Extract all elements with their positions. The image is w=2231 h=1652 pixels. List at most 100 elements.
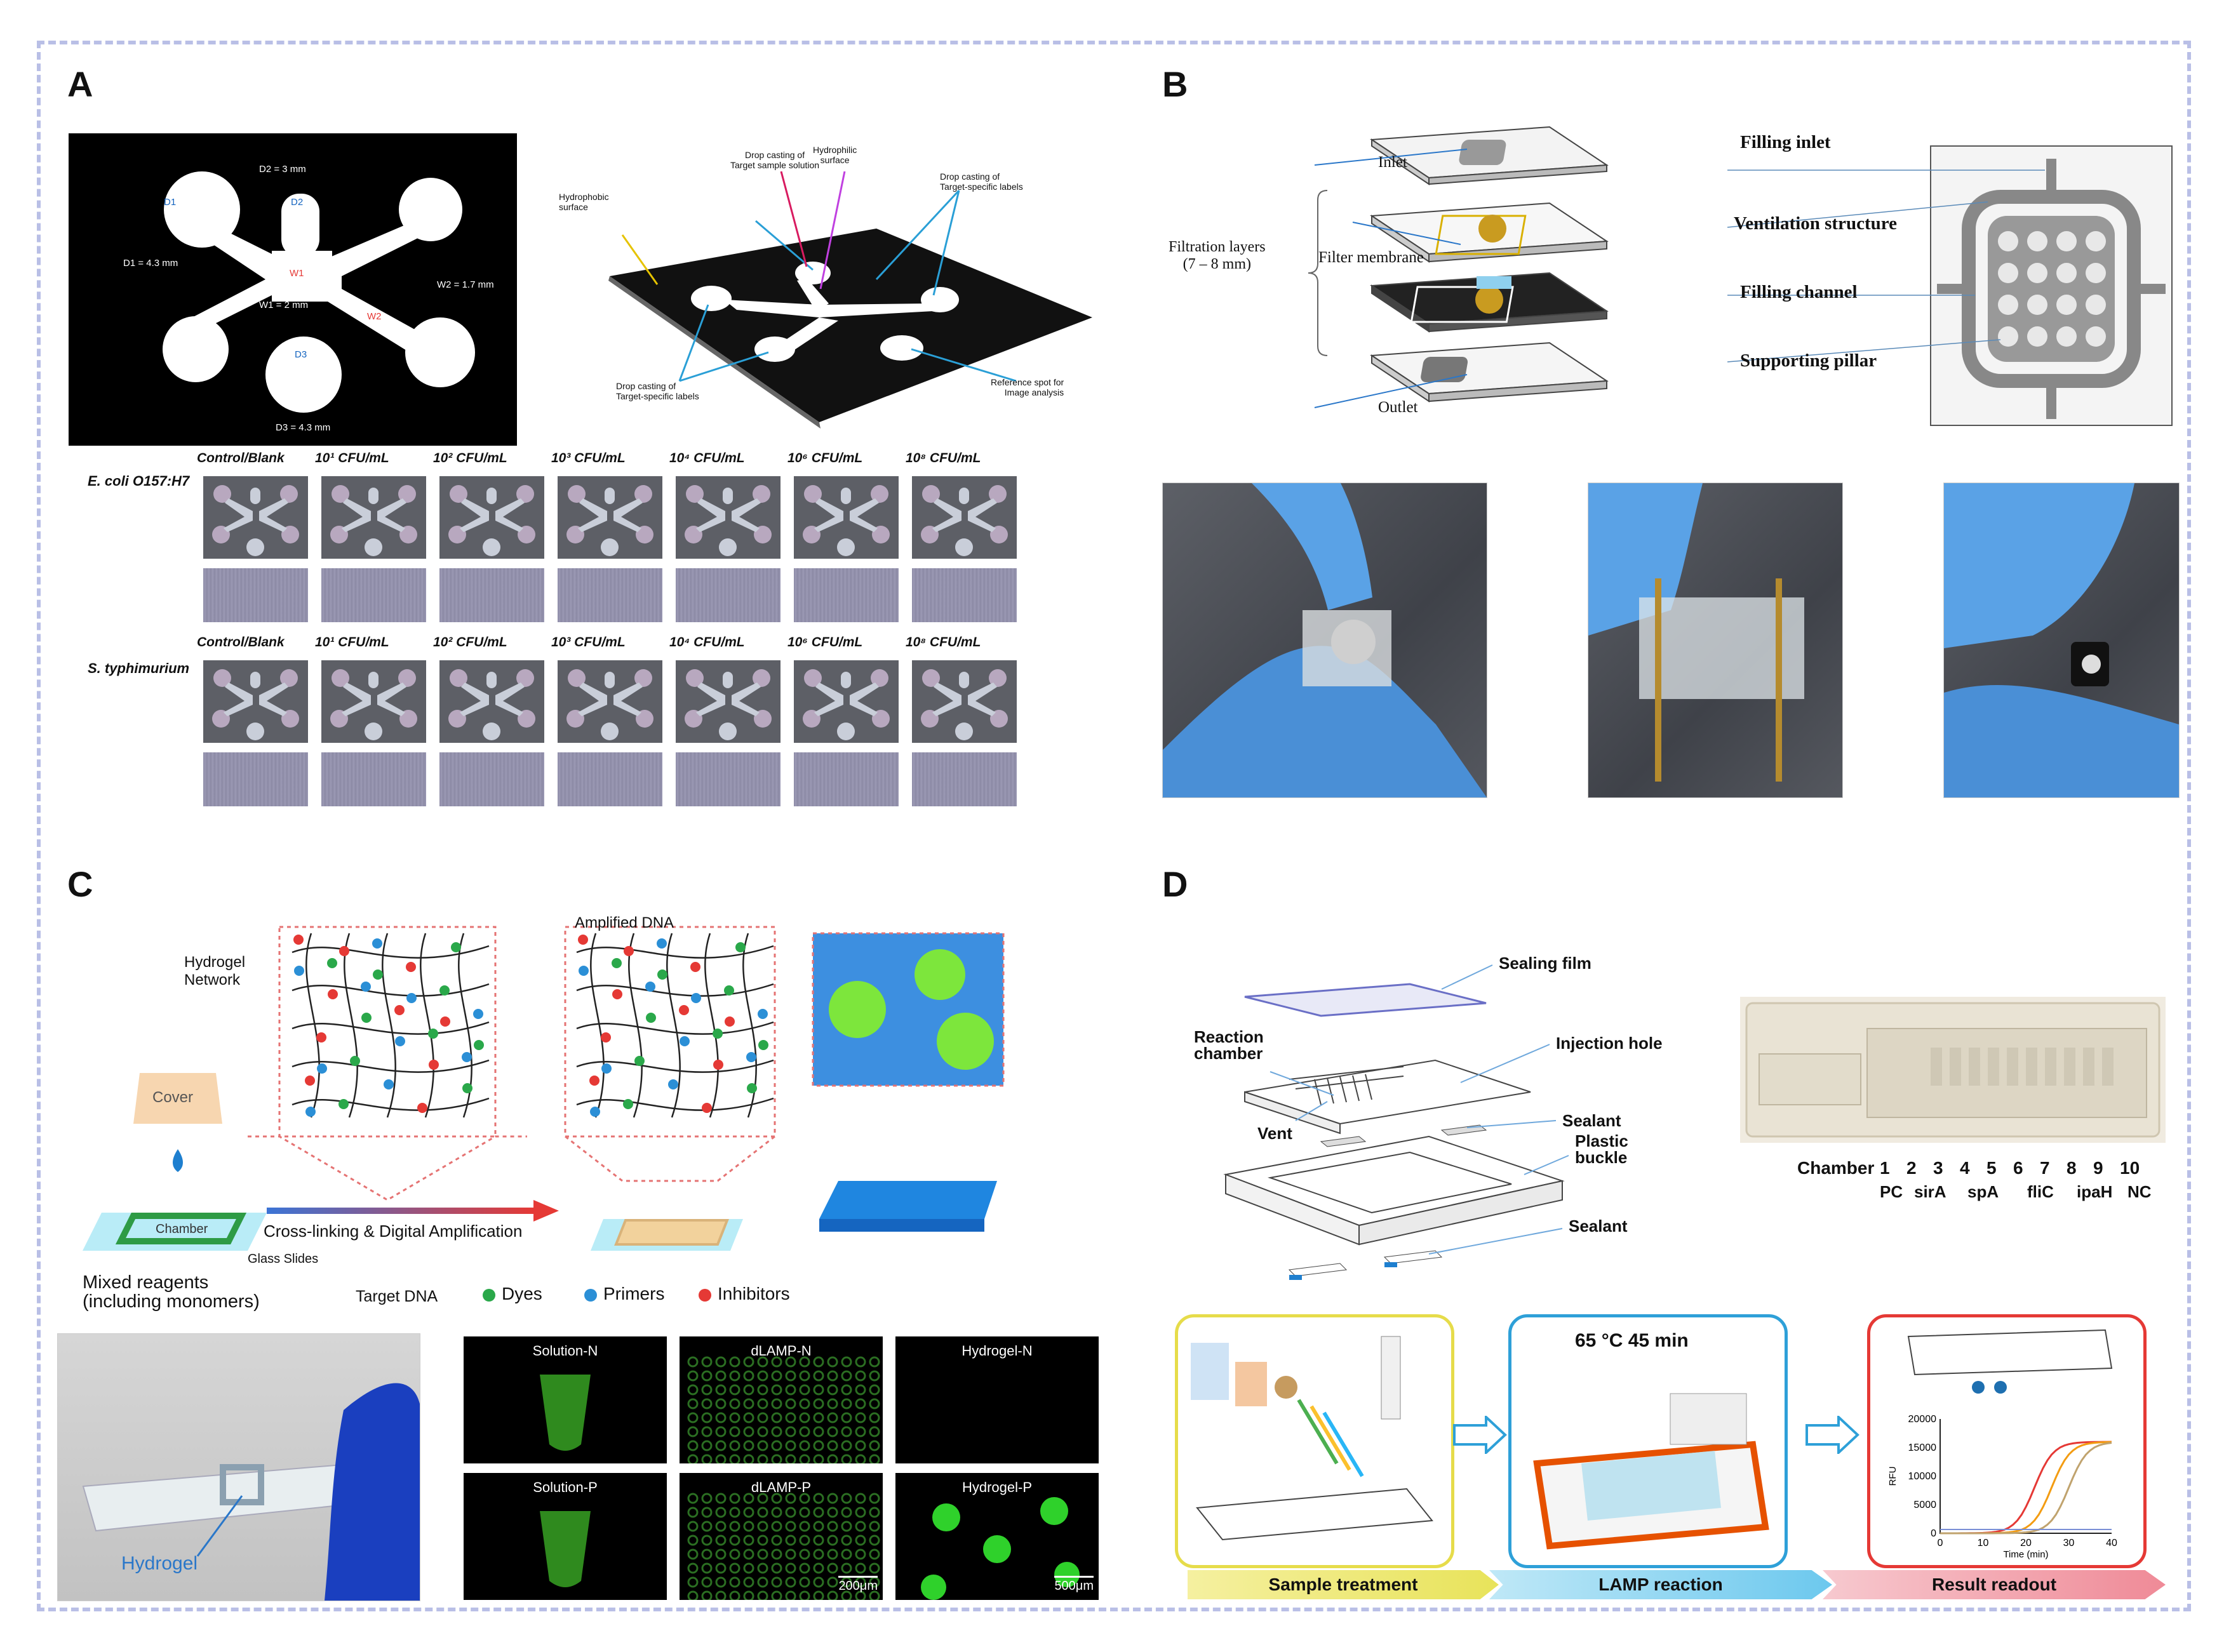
- styphimurium-strip-image: [912, 752, 1017, 806]
- label-ventilation: Ventilation structure: [1734, 213, 1897, 234]
- dim-d1: D1 = 4.3 mm: [123, 258, 178, 269]
- fluorescence-cell-label: dLAMP-P: [751, 1479, 812, 1495]
- ecoli-strip-image: [676, 568, 781, 622]
- label-filter-membrane: Filter membrane: [1318, 249, 1424, 266]
- rfu-x-tick: 40: [2106, 1538, 2117, 1549]
- panel-d-label: D: [1162, 864, 1188, 904]
- step-result-readout-label: Result readout: [1931, 1575, 2057, 1594]
- chip-surface-schematic: Drop casting of Target sample solution H…: [546, 133, 1105, 446]
- label-amplified-dna: Amplified DNA: [575, 914, 674, 931]
- styphimurium-strip-image: [676, 752, 781, 806]
- photo-chip-fingertip: [1943, 483, 2180, 798]
- ecoli-col-label: 10⁴ CFU/mL: [669, 451, 745, 465]
- fluorescence-cell-label: Solution-N: [532, 1343, 598, 1359]
- step-sample-treatment-label: Sample treatment: [1268, 1575, 1418, 1594]
- label-hydrophilic: Hydrophilic surface: [813, 145, 857, 165]
- ecoli-col-label: 10² CFU/mL: [433, 451, 507, 465]
- chamber-number: 3: [1933, 1158, 1943, 1178]
- ecoli-chip-image: [321, 476, 426, 559]
- chip-schematic-svg: [608, 171, 1092, 429]
- ecoli-chip-image: [794, 476, 899, 559]
- ecoli-col-label: 10¹ CFU/mL: [315, 451, 389, 465]
- ecoli-col-label: 10³ CFU/mL: [551, 451, 626, 465]
- fluorescence-cell-label: dLAMP-N: [751, 1343, 812, 1359]
- lamp-reaction-box: 65 °C 45 min: [1508, 1314, 1788, 1568]
- photo-lamp-chip: [1740, 997, 2166, 1143]
- dim-d3: D3 = 4.3 mm: [276, 422, 331, 433]
- rfu-x-tick: 0: [1938, 1538, 1943, 1549]
- label-inlet: Inlet: [1378, 154, 1407, 171]
- dim-d3-short: D3: [295, 349, 307, 360]
- dim-w2: W2 = 1.7 mm: [437, 279, 494, 290]
- ecoli-col-label: Control/Blank: [197, 451, 285, 465]
- step-lamp-reaction-label: LAMP reaction: [1598, 1575, 1723, 1594]
- label-hydrogel-photo: Hydrogel: [121, 1553, 198, 1574]
- label-cover: Cover: [152, 1089, 194, 1106]
- ecoli-strip-image: [912, 568, 1017, 622]
- panel-b-label: B: [1162, 64, 1188, 104]
- chip-topview-diagram: Filling inlet Ventilation structure Fill…: [1721, 121, 2178, 432]
- chamber-number: 5: [1986, 1158, 1997, 1178]
- inhibitors-swatch: [699, 1289, 711, 1302]
- rfu-x-tick: 10: [1978, 1538, 1989, 1549]
- hydrogel-scheme: Hydrogel Network Amplified DNA Cover Cha…: [57, 914, 1137, 1327]
- label-dyes: Dyes: [502, 1284, 542, 1303]
- label-reaction-chamber: Reaction chamber: [1194, 1027, 1264, 1063]
- fluorescence-cell-label: Hydrogel-N: [961, 1343, 1033, 1359]
- ecoli-results-row: Control/Blank 10¹ CFU/mL 10² CFU/mL 10³ CFU…: [197, 451, 1029, 629]
- ecoli-chip-image: [676, 476, 781, 559]
- label-drop-labels-bottom: Drop casting of Target-specific labels: [616, 381, 699, 401]
- panel-c-label: C: [67, 864, 93, 904]
- styphimurium-col-label: 10⁴ CFU/mL: [669, 635, 745, 649]
- label-outlet: Outlet: [1378, 399, 1418, 416]
- panel-a-label: A: [67, 64, 93, 104]
- ecoli-chip-image: [558, 476, 662, 559]
- chip-dimension-svg: [163, 171, 475, 413]
- label-vent: Vent: [1257, 1124, 1292, 1143]
- label-filtration-layers: Filtration layers (7 – 8 mm): [1169, 239, 1266, 272]
- dim-w2-short: W2: [367, 311, 382, 322]
- rfu-y-tick: 20000: [1908, 1414, 1937, 1425]
- styphimurium-col-label: Control/Blank: [197, 635, 285, 649]
- styphimurium-chip-image: [676, 660, 781, 743]
- hydrogel-scheme-svg: [83, 926, 1005, 1251]
- chamber-group-label: sirA: [1914, 1182, 1946, 1201]
- label-drop-labels-top: Drop casting of Target-specific labels: [940, 171, 1023, 192]
- styphimurium-col-label: 10¹ CFU/mL: [315, 635, 389, 649]
- dim-d1-short: D1: [164, 197, 177, 208]
- chamber-group-label: ipaH: [2077, 1182, 2113, 1201]
- fluorescence-cell: Hydrogel-N: [895, 1336, 1099, 1463]
- styphimurium-strip-image: [203, 752, 308, 806]
- label-hydrogel-network: Hydrogel Network: [184, 954, 246, 989]
- styphimurium-strip-image: [794, 752, 899, 806]
- label-chamber-index: Chamber: [1797, 1158, 1875, 1178]
- arrow-sample-to-lamp: [1453, 1416, 1507, 1454]
- chamber-number: 6: [2013, 1158, 2023, 1178]
- fluorescence-cell-label: Solution-P: [533, 1479, 598, 1495]
- step-sample-treatment: Sample treatment: [1188, 1570, 1499, 1599]
- photo-chip-assembly: [1588, 483, 1843, 798]
- fluorescence-cell-label: Hydrogel-P: [961, 1479, 1033, 1495]
- chamber-number: 9: [2093, 1158, 2103, 1178]
- fluorescence-cell: Solution-P: [464, 1473, 667, 1600]
- dim-w1: W1 = 2 mm: [259, 300, 309, 310]
- arrow-lamp-to-result: [1806, 1416, 1859, 1454]
- filtration-layers-diagram: Inlet Filtration layers (7 – 8 mm) Filte…: [1169, 114, 1677, 444]
- sample-treatment-box: [1175, 1314, 1454, 1568]
- ecoli-strip-image: [794, 568, 899, 622]
- chamber-number: 4: [1960, 1158, 1970, 1178]
- fluorescence-cell: Solution-N: [464, 1336, 667, 1463]
- chamber-number: 7: [2040, 1158, 2050, 1178]
- ecoli-chip-image: [439, 476, 544, 559]
- rfu-x-label: Time (min): [2003, 1549, 2048, 1560]
- styphimurium-chip-image: [558, 660, 662, 743]
- ecoli-chip-image: [912, 476, 1017, 559]
- chamber-group-label: spA: [1967, 1182, 1999, 1201]
- primers-swatch: [584, 1289, 597, 1302]
- rfu-y-label: RFU: [1887, 1467, 1898, 1486]
